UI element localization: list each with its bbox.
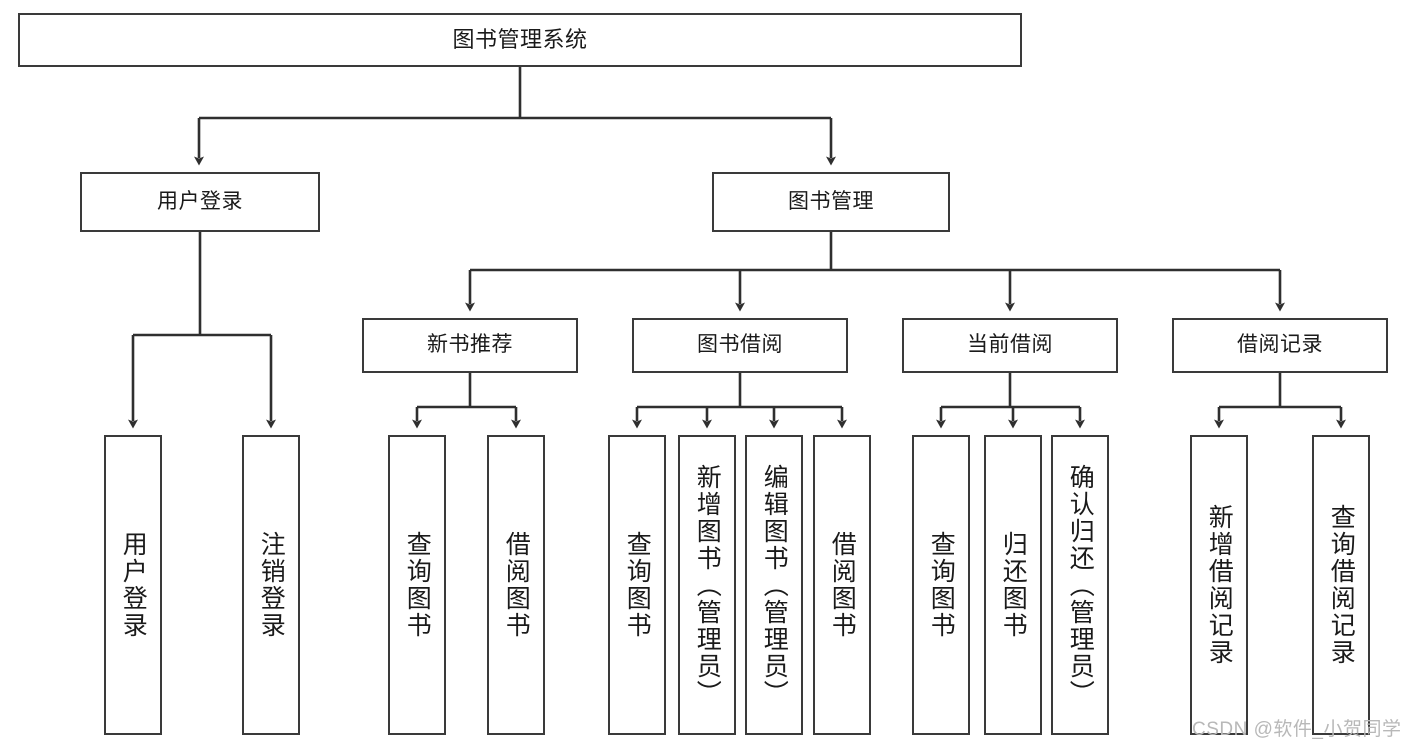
node-level3-book-borrow[interactable]: 图书借阅: [632, 318, 848, 373]
leaf-query-book-current-label: 查询图书: [927, 531, 956, 639]
leaf-borrow-book-newbook-label: 借阅图书: [502, 531, 531, 639]
node-level3-borrow-records[interactable]: 借阅记录: [1172, 318, 1388, 373]
leaf-query-book-newbook[interactable]: 查询图书: [388, 435, 446, 735]
leaf-query-book-current[interactable]: 查询图书: [912, 435, 970, 735]
leaf-add-borrow-record[interactable]: 新增借阅记录: [1190, 435, 1248, 735]
node-root[interactable]: 图书管理系统: [18, 13, 1022, 67]
node-level3-current-borrow-label: 当前借阅: [967, 333, 1053, 357]
leaf-borrow-book-label: 借阅图书: [828, 531, 857, 639]
leaf-query-borrow-record-label: 查询借阅记录: [1327, 504, 1356, 666]
leaf-return-book-label: 归还图书: [999, 531, 1028, 639]
leaf-borrow-book[interactable]: 借阅图书: [813, 435, 871, 735]
leaf-add-borrow-record-label: 新增借阅记录: [1205, 504, 1234, 666]
node-level2-book-management-label: 图书管理: [788, 189, 874, 213]
leaf-add-book-admin[interactable]: 新增图书（管理员）: [678, 435, 736, 735]
node-level3-borrow-records-label: 借阅记录: [1237, 333, 1323, 357]
leaf-user-login-label: 用户登录: [119, 531, 148, 639]
leaf-user-login[interactable]: 用户登录: [104, 435, 162, 735]
node-root-label: 图书管理系统: [452, 27, 588, 53]
node-level3-new-book-recommend[interactable]: 新书推荐: [362, 318, 578, 373]
leaf-logout[interactable]: 注销登录: [242, 435, 300, 735]
leaf-return-book[interactable]: 归还图书: [984, 435, 1042, 735]
leaf-query-book-borrow-label: 查询图书: [623, 531, 652, 639]
node-level2-book-management[interactable]: 图书管理: [712, 172, 950, 232]
leaf-query-borrow-record[interactable]: 查询借阅记录: [1312, 435, 1370, 735]
leaf-borrow-book-newbook[interactable]: 借阅图书: [487, 435, 545, 735]
leaf-confirm-return-admin[interactable]: 确认归还（管理员）: [1051, 435, 1109, 735]
node-level2-user-login-label: 用户登录: [157, 189, 243, 213]
leaf-logout-label: 注销登录: [257, 531, 286, 639]
leaf-query-book-newbook-label: 查询图书: [403, 531, 432, 639]
node-level3-book-borrow-label: 图书借阅: [697, 333, 783, 357]
leaf-add-book-admin-label: 新增图书（管理员）: [693, 463, 722, 707]
node-level3-current-borrow[interactable]: 当前借阅: [902, 318, 1118, 373]
node-level3-new-book-recommend-label: 新书推荐: [427, 333, 513, 357]
leaf-edit-book-admin[interactable]: 编辑图书（管理员）: [745, 435, 803, 735]
csdn-watermark: CSDN @软件_小贺同学: [1192, 719, 1402, 740]
leaf-edit-book-admin-label: 编辑图书（管理员）: [760, 463, 789, 707]
leaf-confirm-return-admin-label: 确认归还（管理员）: [1066, 463, 1095, 707]
node-level2-user-login[interactable]: 用户登录: [80, 172, 320, 232]
leaf-query-book-borrow[interactable]: 查询图书: [608, 435, 666, 735]
